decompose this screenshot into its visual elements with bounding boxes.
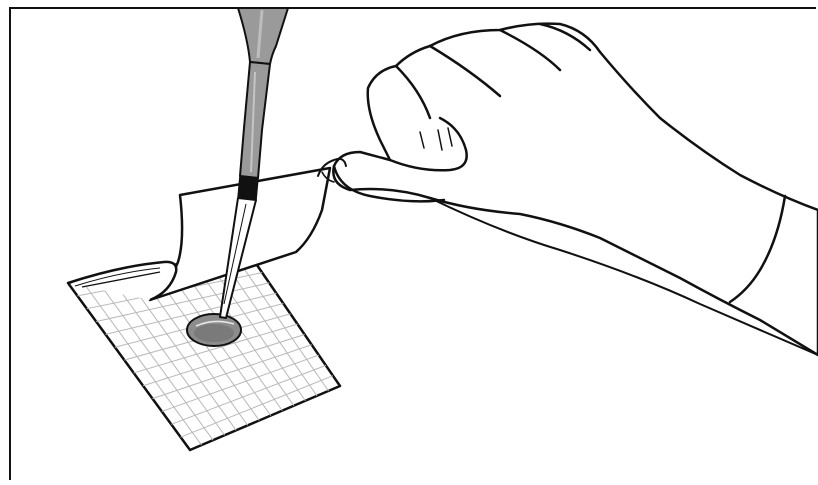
- sample-drop: [187, 314, 241, 346]
- gloved-hand: [318, 24, 818, 355]
- peeled-top-film: [68, 168, 330, 300]
